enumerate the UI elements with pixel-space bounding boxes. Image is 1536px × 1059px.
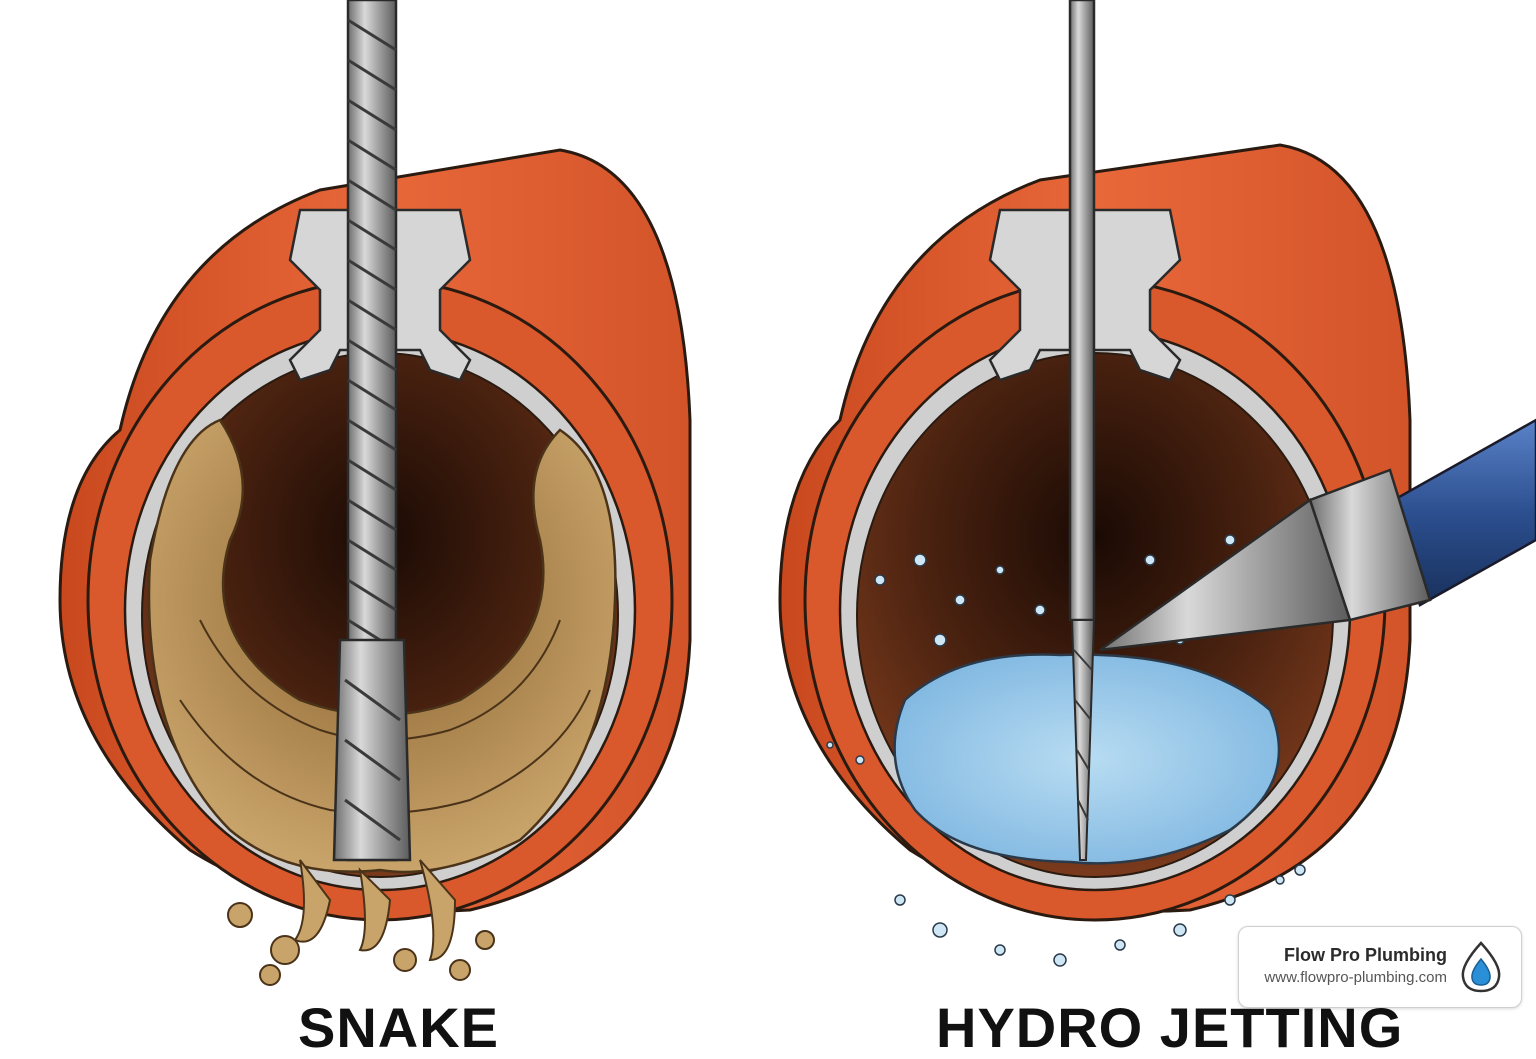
hydro-jet-rod	[1068, 0, 1096, 861]
brand-name: Flow Pro Plumbing	[1284, 945, 1447, 965]
snake-auger-cable	[332, 0, 412, 862]
right-pipe-hydro	[778, 0, 1536, 967]
brand-badge: Flow Pro Plumbing www.flowpro-plumbing.c…	[1238, 926, 1522, 1008]
left-pipe-snake	[58, 0, 692, 986]
brand-url: www.flowpro-plumbing.com	[1264, 969, 1447, 986]
left-sludge-drips	[227, 859, 495, 986]
left-sludge-buildup	[147, 418, 617, 874]
hydro-nozzle-hose	[1099, 418, 1536, 652]
pipe-comparison-illustration	[58, 0, 1536, 986]
water-drop-icon	[1461, 941, 1501, 993]
snake-label: SNAKE	[298, 996, 500, 1059]
hydro-jetting-label: HYDRO JETTING	[936, 996, 1404, 1059]
